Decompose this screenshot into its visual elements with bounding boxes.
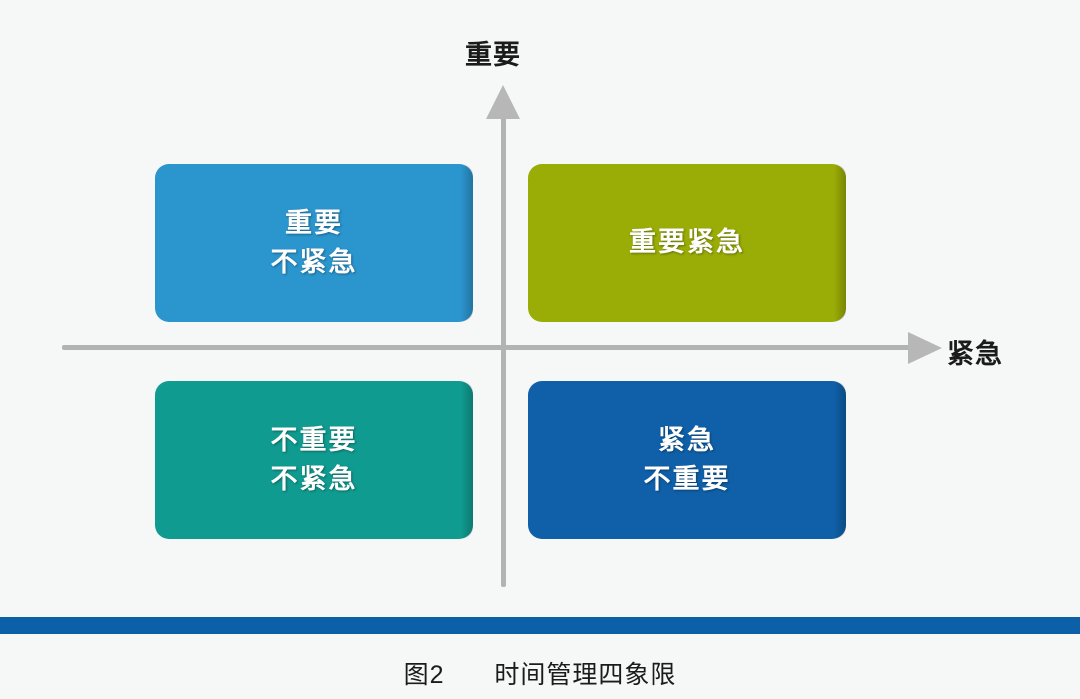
y-axis-label: 重要	[465, 40, 521, 70]
quadrant-urgent-not-important[interactable]: 紧急 不重要	[528, 381, 854, 539]
x-axis-label: 紧急	[947, 339, 1003, 369]
figure-caption-number: 图2	[403, 661, 445, 689]
quadrant-important-not-urgent[interactable]: 重要 不紧急	[155, 164, 481, 322]
horizontal-axis-arrow-icon	[908, 332, 942, 364]
quadrant-label-line1: 重要	[285, 207, 343, 238]
quadrant-label-line2: 不紧急	[270, 247, 358, 277]
quadrant-label-line2: 不紧急	[270, 464, 358, 494]
quadrant-bevel	[834, 164, 846, 322]
quadrant-not-important-not-urgent[interactable]: 不重要 不紧急	[155, 381, 481, 539]
quadrant-label-line1: 重要紧急	[629, 227, 745, 258]
quadrant-bevel	[834, 381, 846, 539]
figure-caption: 图2 时间管理四象限	[0, 655, 1080, 691]
quadrant-label-line1: 紧急	[658, 424, 716, 455]
quadrant-label-line2: 不重要	[643, 464, 731, 494]
vertical-axis-line	[501, 110, 506, 587]
quadrant-important-urgent[interactable]: 重要紧急	[528, 164, 854, 322]
quadrant-label-line1: 不重要	[270, 424, 358, 455]
bottom-divider-rule	[0, 617, 1080, 634]
quadrant-bevel	[461, 381, 473, 539]
vertical-axis-arrow-icon	[486, 85, 520, 119]
figure-caption-title: 时间管理四象限	[494, 661, 677, 689]
quadrant-bevel	[461, 164, 473, 322]
horizontal-axis-line	[62, 345, 922, 350]
